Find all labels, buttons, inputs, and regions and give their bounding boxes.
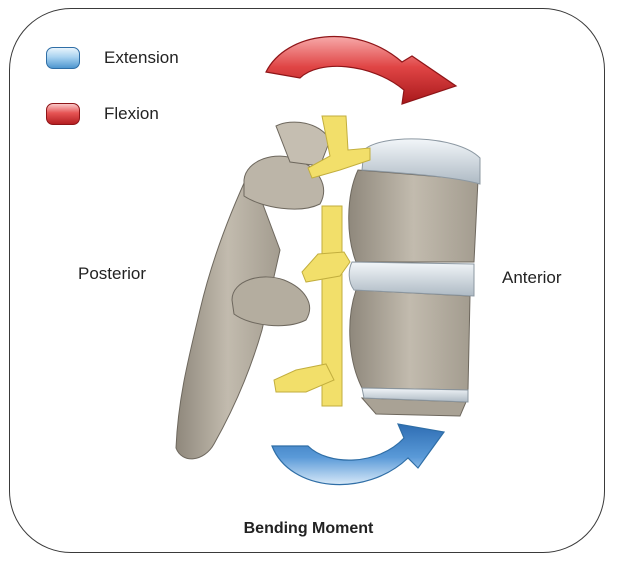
flexion-arrow-icon [266, 37, 456, 104]
extension-arrow-icon [272, 424, 444, 485]
posterior-elements [176, 122, 330, 459]
